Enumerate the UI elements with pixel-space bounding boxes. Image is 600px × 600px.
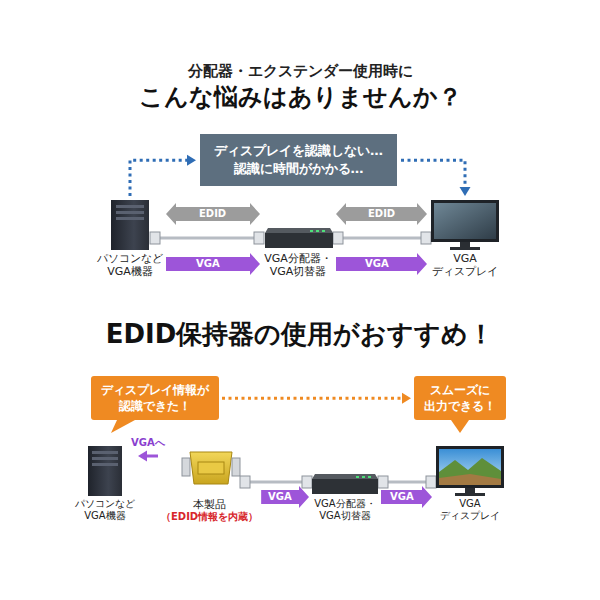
device-label: VGA分配器・ VGA切替器 [264,252,332,278]
icon-space [312,446,378,498]
device-label: 本製品 [161,498,258,511]
signal-line [144,455,158,458]
display-device: VGA ディスプレイ [430,200,500,278]
callout-text: スムーズに 出力できる！ [424,382,496,414]
panel-subtitle: 分配器・エクステンダー使用時に [50,62,550,82]
splitter-device [265,228,333,248]
fat-arrow [336,253,427,275]
fat-arrow [166,203,260,225]
device-label: VGA ディスプレイ [440,498,500,522]
connector [130,155,196,196]
edge-label: VGA [390,492,414,502]
connector [166,253,260,275]
callout-tail-shape [111,420,135,433]
dotted-line [222,397,405,400]
pc-tower [111,200,149,250]
connector [401,160,471,196]
edid-adapter [182,452,240,484]
device-label: VGA ディスプレイ [432,252,498,278]
panel-title: EDID保持器の使用がおすすめ！ [50,318,550,352]
fat-arrow [381,486,432,508]
device-label: VGA分配器・ VGA切替器 [314,498,375,522]
icon-space [435,446,505,498]
callout-text: ディスプレイ情報が 認識できた！ [101,382,209,414]
device-note: （EDID情報を内蔵） [161,511,258,523]
callout-box: ディスプレイ情報が 認識できた！ [91,376,219,420]
icon-space [97,200,163,252]
dotted-line [130,160,190,196]
edge-label: VGA [196,259,220,269]
connector [166,203,260,225]
edge-label: EDID [368,209,395,219]
splitter-device [312,474,378,494]
problem-box: ディスプレイを認識しない… 認識に時間がかかる… [200,134,397,186]
heading-panel: 分配器・エクステンダー使用時にこんな悩みはありませんか？ ディスプレイを認識しない… [50,50,550,295]
device-label: パソコンなど VGA機器 [75,498,135,522]
icon-space [75,446,135,498]
edge-label: EDID [199,209,226,219]
edge-label: VGA [268,492,292,502]
callout-tail [109,420,139,433]
display [436,446,504,496]
display [431,200,499,250]
display-device: VGA ディスプレイ [435,446,505,522]
connector [336,253,427,275]
splitter-device: VGA分配器・ VGA切替器 [263,200,333,278]
product-device: 本製品（EDID情報を内蔵） [161,446,258,523]
icon-space [430,200,500,252]
arrow-head [402,393,411,404]
fat-arrow [166,253,260,275]
problem-text: ディスプレイを認識しない… 認識に時間がかかる… [214,142,383,178]
fat-arrow [336,203,427,225]
connector [261,486,309,508]
dotted-line [401,160,465,190]
connector [381,486,432,508]
connector [336,203,427,225]
panel-title: こんな悩みはありませんか？ [50,82,550,113]
pc-device: パソコンなど VGA機器 [97,200,163,278]
device-label: パソコンなど VGA機器 [97,252,163,278]
edge-label: VGAへ [129,437,167,449]
callout-tail-shape [451,420,469,433]
callout-box: スムーズに 出力できる！ [414,376,506,420]
arrow-head [187,155,196,166]
connector [222,393,411,404]
fat-arrow [261,486,309,508]
pc-device: パソコンなど VGA機器 [75,446,135,522]
edge-label: VGA [365,259,389,269]
connector [138,451,158,462]
splitter-device: VGA分配器・ VGA切替器 [312,446,378,522]
icon-space [161,446,258,498]
pointer-triangle [280,293,320,309]
pc-tower [88,446,122,496]
heading-panel: EDID保持器の使用がおすすめ！ ディスプレイ情報が 認識できた！ スムーズに 出力… [50,305,550,550]
icon-space [263,200,333,252]
callout-tail [445,420,475,433]
